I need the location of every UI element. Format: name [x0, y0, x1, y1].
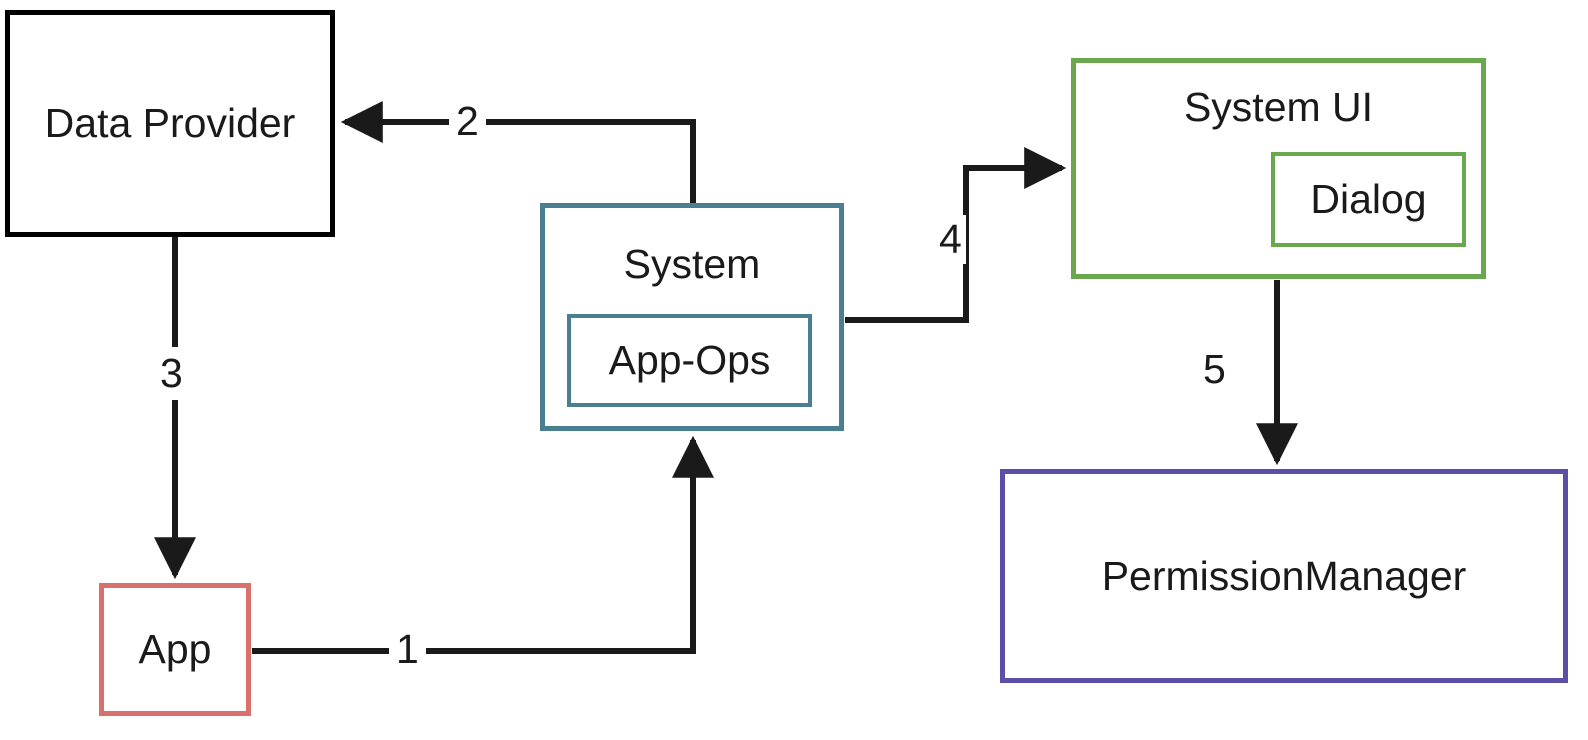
node-app-label: App: [138, 626, 212, 672]
edge-label-5: 5: [1199, 345, 1230, 394]
node-app-ops[interactable]: App-Ops: [567, 314, 812, 407]
node-dialog[interactable]: Dialog: [1271, 152, 1466, 247]
edge-path-4: [845, 147, 1067, 323]
edge-label-2: 2: [449, 101, 486, 142]
node-app[interactable]: App: [99, 583, 251, 716]
node-permission-manager[interactable]: PermissionManager: [1000, 469, 1568, 683]
node-app-ops-label: App-Ops: [608, 337, 771, 383]
node-data-provider[interactable]: Data Provider: [5, 10, 335, 237]
edge-label-1: 1: [389, 629, 426, 670]
edge-path-1: [252, 435, 714, 654]
node-system-ui-label: System UI: [1183, 84, 1374, 130]
edge-label-3: 3: [156, 347, 187, 400]
node-permission-manager-label: PermissionManager: [1101, 552, 1467, 599]
edge-path-2: [340, 101, 696, 203]
node-data-provider-label: Data Provider: [44, 100, 296, 146]
node-dialog-label: Dialog: [1310, 176, 1427, 222]
node-system-label: System: [623, 241, 761, 287]
edge-label-4: 4: [935, 215, 966, 264]
